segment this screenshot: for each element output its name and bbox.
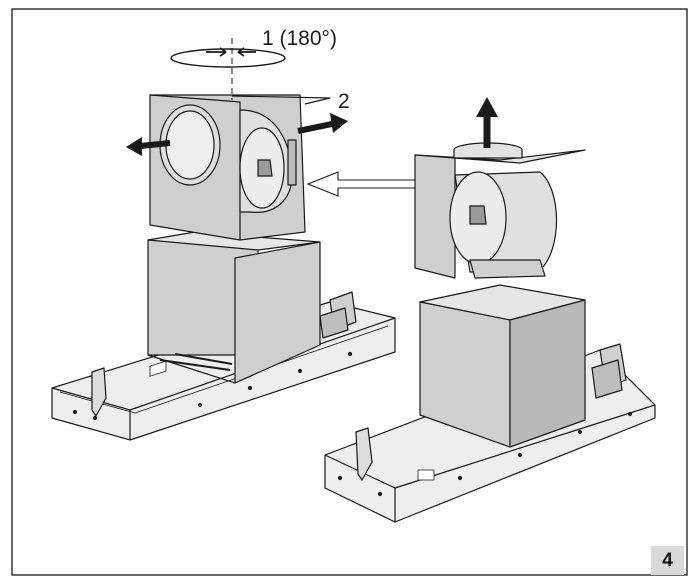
right-lower-duct xyxy=(419,284,586,448)
transfer-arrow-icon xyxy=(306,171,416,197)
left-lower-duct xyxy=(147,224,321,384)
move-arrow-icon xyxy=(139,140,171,149)
rotate-arrow-icon xyxy=(170,38,286,100)
left-fan-box xyxy=(149,94,331,241)
page-border xyxy=(11,8,688,576)
step-1-label: 1 (180°) xyxy=(262,27,337,50)
page-number-badge: 4 xyxy=(651,546,684,575)
lift-arrow-icon xyxy=(476,97,498,117)
left-assembly xyxy=(51,38,396,441)
move-arrow-icon xyxy=(330,113,348,133)
move-arrow-icon xyxy=(126,137,142,156)
right-fan-box xyxy=(414,142,586,279)
right-assembly xyxy=(324,142,656,523)
step-2-label: 2 xyxy=(338,90,350,113)
move-arrow-icon xyxy=(297,121,333,134)
